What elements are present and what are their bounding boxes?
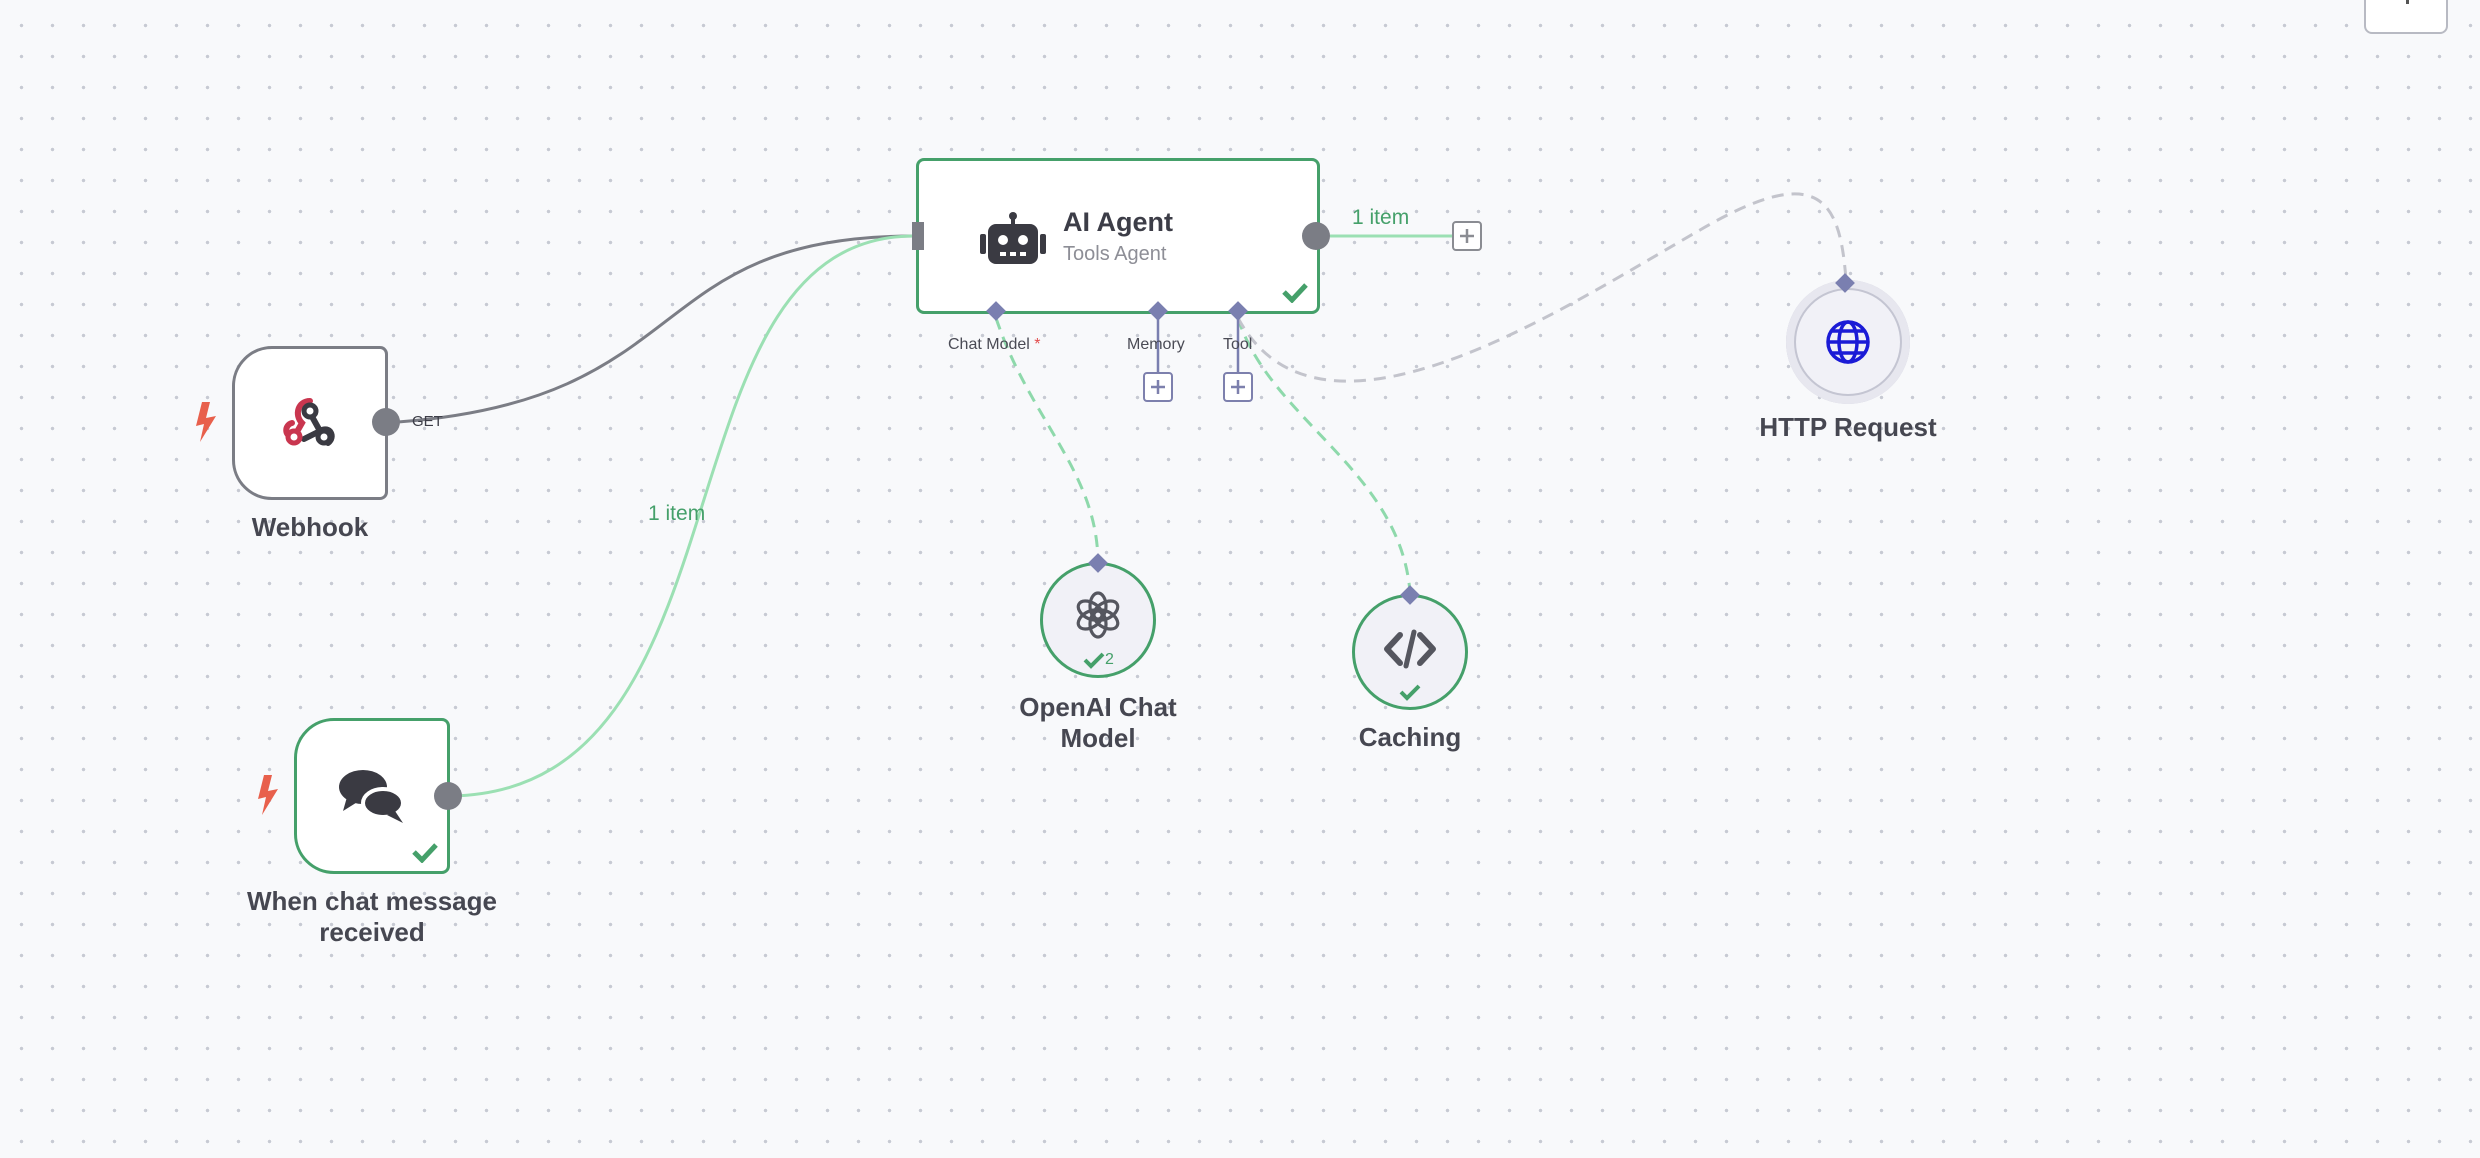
- openai-node-name: OpenAI Chat Model: [1019, 692, 1177, 753]
- success-check-icon: [1399, 684, 1421, 701]
- chat-model-port-label: Chat Model *: [948, 336, 1041, 353]
- ai-agent-title: AI Agent: [1063, 207, 1173, 237]
- globe-icon: [1786, 280, 1910, 404]
- edge-webhook-to-agent: [397, 234, 915, 424]
- chat-to-agent-items-label: 1 item: [648, 502, 706, 525]
- run-count: 2: [1105, 651, 1114, 668]
- plus-icon: [1460, 229, 1474, 243]
- agent-output-items-label: 1 item: [1352, 206, 1410, 229]
- agent-add-next-button[interactable]: [1452, 221, 1482, 251]
- memory-port-label: Memory: [1127, 336, 1185, 353]
- success-check-icon: [1282, 283, 1308, 303]
- top-right-control[interactable]: [2364, 0, 2448, 34]
- plus-icon: [1151, 380, 1165, 394]
- edge-chat-to-agent: [451, 234, 915, 798]
- chat-bubbles-icon: [297, 721, 447, 871]
- plus-icon: [1231, 380, 1245, 394]
- tool-port-label: Tool: [1223, 336, 1253, 353]
- code-icon: [1355, 597, 1465, 701]
- http-request-node[interactable]: [1786, 280, 1910, 404]
- edge-chat-model: [994, 317, 1100, 561]
- webhook-icon: [235, 349, 385, 497]
- ai-agent-input-handle[interactable]: [912, 222, 924, 250]
- caching-node[interactable]: [1352, 594, 1468, 710]
- required-marker: *: [1034, 336, 1041, 353]
- edge-tool-http: [1236, 192, 1848, 383]
- http-request-node-name: HTTP Request: [1759, 412, 1937, 442]
- success-check-icon: [1083, 652, 1105, 669]
- edge-tool-caching: [1236, 317, 1412, 593]
- webhook-output-handle[interactable]: [372, 408, 400, 436]
- chat-trigger-node-name: When chat message received: [247, 886, 497, 947]
- add-memory-button[interactable]: [1143, 372, 1173, 402]
- webhook-node-name: Webhook: [251, 512, 369, 542]
- trigger-bolt-icon: [258, 775, 278, 815]
- caching-node-name: Caching: [1358, 722, 1462, 752]
- add-tool-button[interactable]: [1223, 372, 1253, 402]
- ai-agent-node[interactable]: AI Agent Tools Agent: [916, 158, 1320, 314]
- openai-chat-model-node[interactable]: 2: [1040, 562, 1156, 678]
- webhook-node[interactable]: [232, 346, 388, 500]
- chat-trigger-output-handle[interactable]: [434, 782, 462, 810]
- ai-agent-output-handle[interactable]: [1302, 222, 1330, 250]
- trigger-bolt-icon: [196, 402, 216, 442]
- success-check-icon: [412, 843, 438, 863]
- webhook-output-label: GET: [412, 413, 443, 430]
- chat-trigger-node[interactable]: [294, 718, 450, 874]
- robot-icon: [977, 211, 1049, 267]
- openai-icon: [1043, 565, 1153, 665]
- ai-agent-subtitle: Tools Agent: [1063, 243, 1167, 265]
